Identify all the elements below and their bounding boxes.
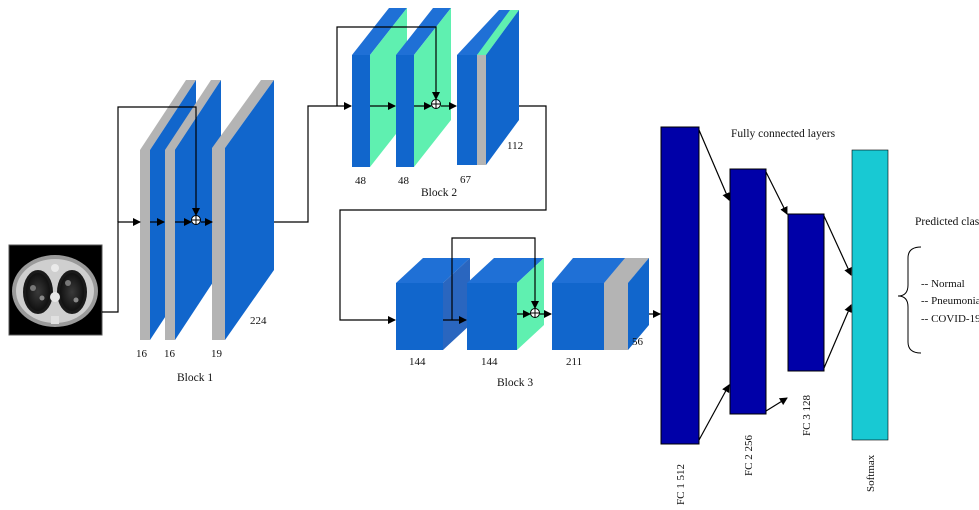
fc2-box — [729, 168, 767, 415]
edge-block1-block2 — [274, 102, 352, 223]
edge-fc2-fc3-bottom — [765, 397, 788, 412]
edge-input-block1 — [102, 218, 141, 313]
circle-plus-icon — [431, 99, 441, 109]
edge-fc1-fc2-bottom — [698, 384, 730, 441]
block1-label-4: 224 — [250, 315, 267, 327]
block3-label-4: 56 — [632, 336, 644, 348]
edge-block2-block3 — [339, 105, 547, 324]
fc-layers: Fully connected layers FC 1 512 FC 2 256… — [660, 126, 889, 505]
block3-label-1: 144 — [409, 356, 426, 368]
block2-label-4: 112 — [507, 140, 523, 152]
softmax-label: Softmax — [865, 454, 877, 492]
edge-block2-skip — [336, 26, 440, 106]
fc1-box — [660, 126, 700, 445]
fc3-box — [787, 213, 825, 372]
block3-layer1 — [396, 258, 470, 350]
block2-label-2: 48 — [398, 175, 410, 187]
fc2-label: FC 2 256 — [743, 435, 755, 476]
output-brace — [897, 246, 922, 354]
output-classes: Predicted class -- Normal -- Pneumonia -… — [897, 216, 979, 354]
block3-label-2: 144 — [481, 356, 498, 368]
block2-label-1: 48 — [355, 175, 367, 187]
fc-heading: Fully connected layers — [731, 128, 836, 140]
block3-layer3 — [552, 258, 649, 350]
edge-fc2-fc3-top — [765, 171, 788, 215]
add-ops — [191, 99, 540, 318]
fc1-label: FC 1 512 — [675, 464, 687, 505]
block3-layer2 — [467, 258, 544, 350]
fc3-label: FC 3 128 — [801, 395, 813, 436]
block1-label-1: 16 — [136, 348, 148, 360]
block2-label-3: 67 — [460, 174, 472, 186]
block2-layer2 — [396, 8, 451, 167]
edge-fc3-softmax-bottom — [823, 304, 852, 369]
block1-label-2: 16 — [164, 348, 176, 360]
softmax-box — [851, 149, 889, 441]
block1: 16 16 19 224 Block 1 — [136, 80, 274, 384]
block2: 48 48 67 112 Block 2 — [352, 8, 523, 199]
input-ct-image — [8, 244, 103, 336]
block2-layer3 — [457, 10, 519, 165]
output-class-pneumonia: -- Pneumonia — [921, 295, 979, 307]
block3-title: Block 3 — [497, 377, 533, 389]
output-class-covid: -- COVID-19 — [921, 313, 979, 325]
edge-fc3-softmax-top — [823, 215, 852, 276]
connections — [102, 26, 852, 441]
edge-fc1-fc2-top — [698, 129, 730, 201]
output-heading: Predicted class — [915, 216, 979, 228]
block1-label-3: 19 — [211, 348, 223, 360]
block1-title: Block 1 — [177, 372, 213, 384]
output-class-normal: -- Normal — [921, 278, 965, 290]
block3: 144 144 211 56 Block 3 — [396, 258, 649, 389]
circle-plus-icon — [191, 215, 201, 225]
circle-plus-icon — [530, 308, 540, 318]
block3-label-3: 211 — [566, 356, 582, 368]
edge-block1-skip — [117, 106, 200, 222]
block1-layer3 — [212, 80, 274, 340]
block2-title: Block 2 — [421, 187, 457, 199]
edge-block3-skip — [451, 237, 539, 320]
